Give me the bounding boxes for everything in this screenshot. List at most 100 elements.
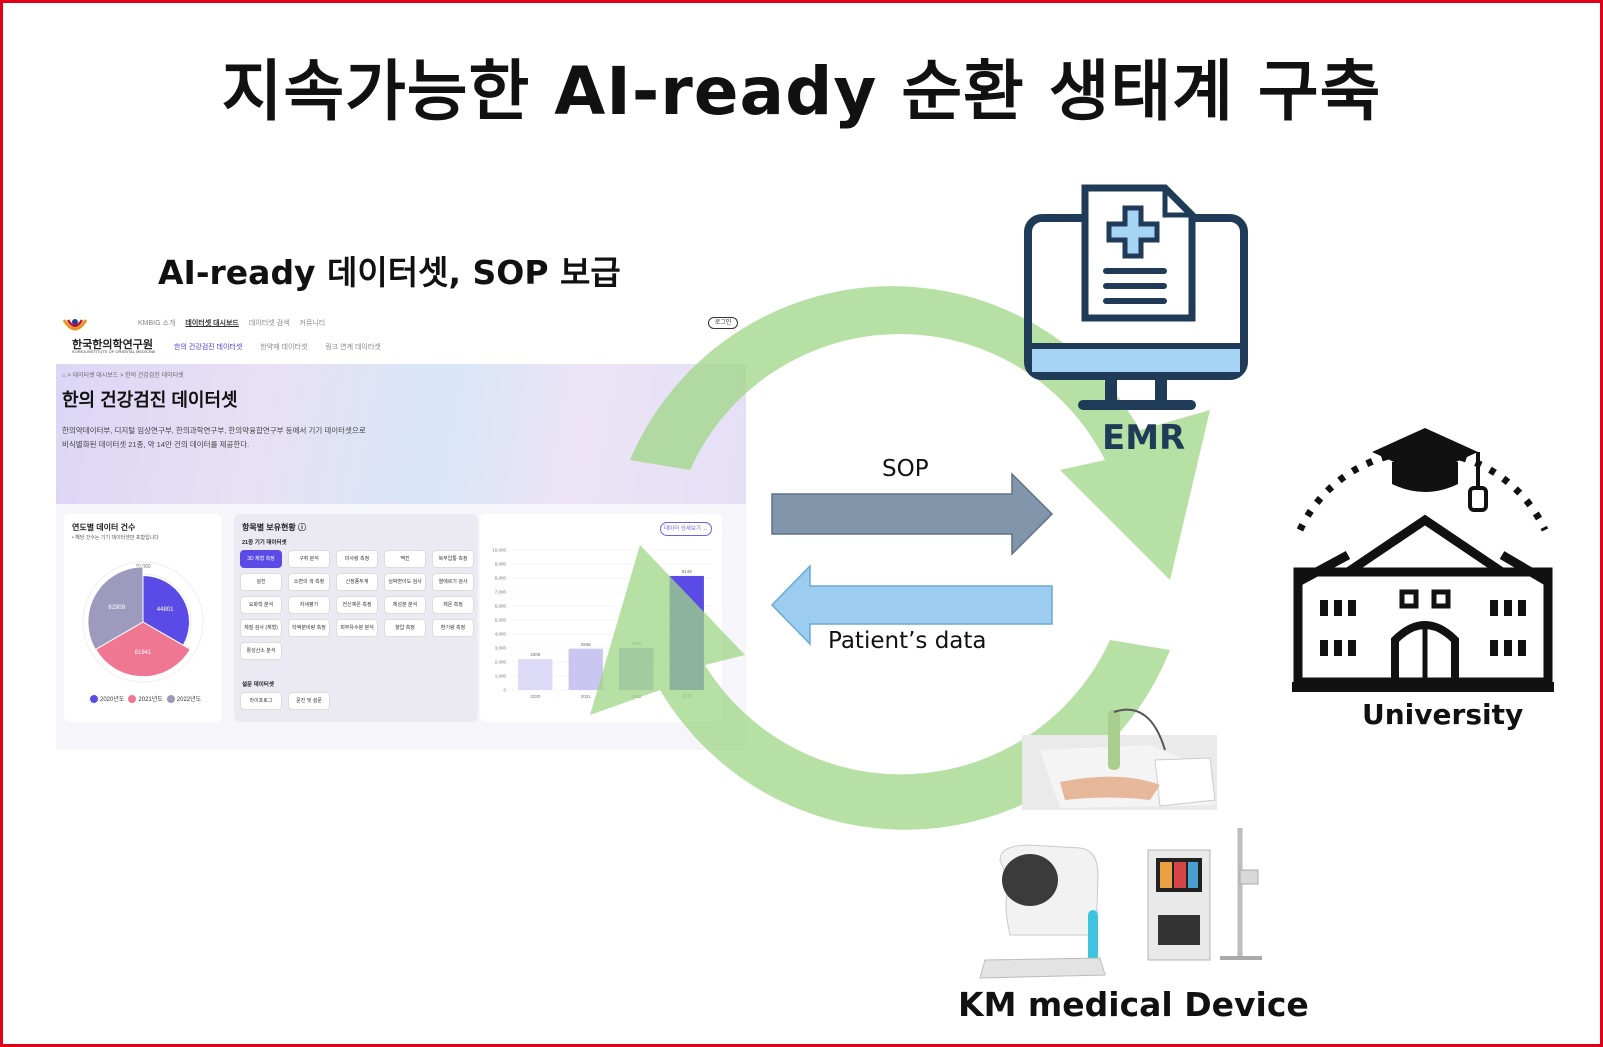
dataset-chip[interactable]: 체질 검사 (체형) <box>240 619 282 637</box>
y-tick-label: 8,000 <box>495 576 507 581</box>
y-tick-label: 3,000 <box>495 646 507 651</box>
description-line: 비식별화된 데이터셋 21종, 약 14만 건의 데이터를 제공한다. <box>62 440 250 449</box>
bar-chart-card: 데이터 상세보기 → 10,000 9,000 8,000 7,000 6,000 5,0… <box>480 514 722 722</box>
logo-subtext: KOREA INSTITUTE OF ORIENTAL MEDICINE <box>72 349 156 354</box>
pie-slice <box>94 621 192 678</box>
kiom-logo: 한국한의학연구원 KOREA INSTITUTE OF ORIENTAL MED… <box>60 318 156 354</box>
dataset-chip[interactable]: 환기량 측정 <box>432 619 474 637</box>
nav-item-dashboard[interactable]: 데이터셋 대시보드 <box>185 320 239 327</box>
bar <box>669 575 704 690</box>
pie-slice-label: 62909 <box>108 605 125 611</box>
dataset-chip[interactable]: 피부유수분 분석 <box>336 619 378 637</box>
dataset-chip[interactable]: 자세평가 <box>288 596 330 614</box>
page-description: 한의약데이터부, 디지털 임상연구부, 한의과학연구부, 한의약융합연구부 등에… <box>62 424 422 452</box>
x-tick-label: 2020 <box>530 694 541 699</box>
dataset-chip[interactable]: 타액분비량 측정 <box>288 619 330 637</box>
tab-health-checkup[interactable]: 한의 건강검진 데이터셋 <box>174 344 243 351</box>
device-section-label: 21종 기기 데이터셋 <box>242 540 287 546</box>
legend-item: 2022년도 <box>166 694 202 704</box>
dataset-chip[interactable]: 체온 측정 <box>432 596 474 614</box>
yearly-count-card: 연도별 데이터 건수 • 해당 건수는 기기 데이터셋만 포함입니다 70,00… <box>64 514 222 722</box>
pie-slice-label: 44801 <box>157 607 174 613</box>
legend-dot-icon <box>90 695 98 704</box>
hero-banner: ⌂ > 데이터셋 대시보드 > 한의 건강검진 데이터셋 한의 건강검진 데이터… <box>56 364 746 504</box>
dataset-chip[interactable]: 소변의 색 측정 <box>288 573 330 591</box>
survey-chip-list: 라이프로그 문진 및 설문 <box>240 692 476 710</box>
nav-item-community[interactable]: 커뮤니티 <box>299 320 326 327</box>
legend-item: 2020년도 <box>90 694 125 704</box>
legend-label: 2020년도 <box>100 697 125 703</box>
y-tick-label: 5,000 <box>495 618 507 623</box>
login-button[interactable]: 로그인 <box>708 317 738 329</box>
university-label: University <box>1362 698 1524 731</box>
y-tick-label: 0 <box>503 688 506 693</box>
dataset-chip[interactable]: 활성산소 분석 <box>240 642 282 660</box>
dataset-chip[interactable]: 미사랑 측정 <box>336 550 378 568</box>
bar-value-label: 8148 <box>682 569 693 574</box>
dataset-subtitle: AI-ready 데이터셋, SOP 보급 <box>158 253 621 292</box>
card-note: • 해당 건수는 기기 데이터셋만 포함입니다 <box>72 535 159 541</box>
legend-dot-icon <box>128 695 137 704</box>
bar-value-label: 2946 <box>581 642 592 647</box>
kiom-logo-icon <box>62 319 88 331</box>
page-title: 한의 건강검진 데이터셋 <box>62 390 238 410</box>
dataset-chip[interactable]: 복부압통 측정 <box>432 550 474 568</box>
dashboard-nav: 한국한의학연구원 KOREA INSTITUTE OF ORIENTAL MED… <box>56 312 746 364</box>
x-tick-label: 2022 <box>631 694 642 699</box>
patient-data-label: Patient’s data <box>828 628 987 654</box>
emr-label: EMR <box>1102 418 1186 458</box>
sub-nav: 한의 건강검진 데이터셋 한약재 데이터셋 링크 연계 데이터셋 <box>174 342 381 352</box>
nav-item-about[interactable]: KMBIG 소개 <box>138 320 176 327</box>
tab-linked[interactable]: 링크 연계 데이터셋 <box>325 344 381 351</box>
breadcrumb: ⌂ > 데이터셋 대시보드 > 한의 건강검진 데이터셋 <box>62 373 184 379</box>
legend-dot-icon <box>166 695 175 704</box>
y-tick-label: 7,000 <box>495 590 507 595</box>
sop-label: SOP <box>882 456 929 482</box>
dataset-chip[interactable]: 체성분 분석 <box>384 596 426 614</box>
bar <box>568 648 603 690</box>
y-tick-label: 2,000 <box>495 660 507 665</box>
dataset-chip[interactable]: 3D 체형 측정 <box>240 550 282 568</box>
dataset-chip[interactable]: 구취 분석 <box>288 550 330 568</box>
y-tick-label: 1,000 <box>495 674 507 679</box>
detail-button[interactable]: 데이터 상세보기 → <box>660 522 712 536</box>
y-tick-label: 6,000 <box>495 604 507 609</box>
dataset-chip[interactable]: 요화학 분석 <box>240 596 282 614</box>
tab-herbal[interactable]: 한약재 데이터셋 <box>260 344 308 351</box>
device-label: KM medical Device <box>958 985 1309 1024</box>
dataset-chip[interactable]: 혈압 측정 <box>384 619 426 637</box>
pie-slice-label: 61941 <box>135 650 152 656</box>
legend-item: 2021년도 <box>128 694 163 704</box>
bar-chart: 10,0009,0008,0007,0006,0005,0004,0003,00… <box>492 548 712 700</box>
card-title: 연도별 데이터 건수 <box>72 523 136 532</box>
dataset-chip[interactable]: 문진 및 설문 <box>288 692 330 710</box>
dataset-chip[interactable]: 열에르기 검사 <box>432 573 474 591</box>
pie-slice <box>87 566 144 651</box>
logo-text: 한국한의학연구원 <box>72 339 153 351</box>
dataset-chip[interactable]: 심박변이도 검사 <box>384 573 426 591</box>
y-tick-label: 10,000 <box>492 548 506 553</box>
legend-label: 2021년도 <box>138 697 163 703</box>
legend-label: 2022년도 <box>176 697 202 703</box>
dataset-chip[interactable]: 신장종두계 <box>336 573 378 591</box>
dashboard-screenshot: 한국한의학연구원 KOREA INSTITUTE OF ORIENTAL MED… <box>56 312 746 750</box>
slide-title: 지속가능한 AI-ready 순환 생태계 구축 <box>221 53 1382 130</box>
bar-value-label: 2209 <box>530 652 541 657</box>
dataset-chip[interactable]: 설진 <box>240 573 282 591</box>
bar <box>619 648 654 690</box>
items-card: 항목별 보유현황 ⓘ 21종 기기 데이터셋 3D 체형 측정 구취 분석 미사랑 … <box>234 514 478 722</box>
card-title: 항목별 보유현황 ⓘ <box>242 523 306 532</box>
pie-legend: 2020년도 2021년도 2022년도 <box>90 694 202 704</box>
dataset-chip[interactable]: 전신체온 측정 <box>336 596 378 614</box>
y-tick-label: 9,000 <box>495 562 507 567</box>
nav-item-search[interactable]: 데이터셋 검색 <box>248 320 290 327</box>
survey-section-label: 설문 데이터셋 <box>242 682 274 688</box>
x-tick-label: 합계 <box>683 693 691 700</box>
dataset-chip[interactable]: 맥진 <box>384 550 426 568</box>
description-line: 한의약데이터부, 디지털 임상연구부, 한의과학연구부, 한의약융합연구부 등에… <box>62 426 366 435</box>
dataset-chip[interactable]: 라이프로그 <box>240 692 282 710</box>
x-tick-label: 2021 <box>581 694 592 699</box>
